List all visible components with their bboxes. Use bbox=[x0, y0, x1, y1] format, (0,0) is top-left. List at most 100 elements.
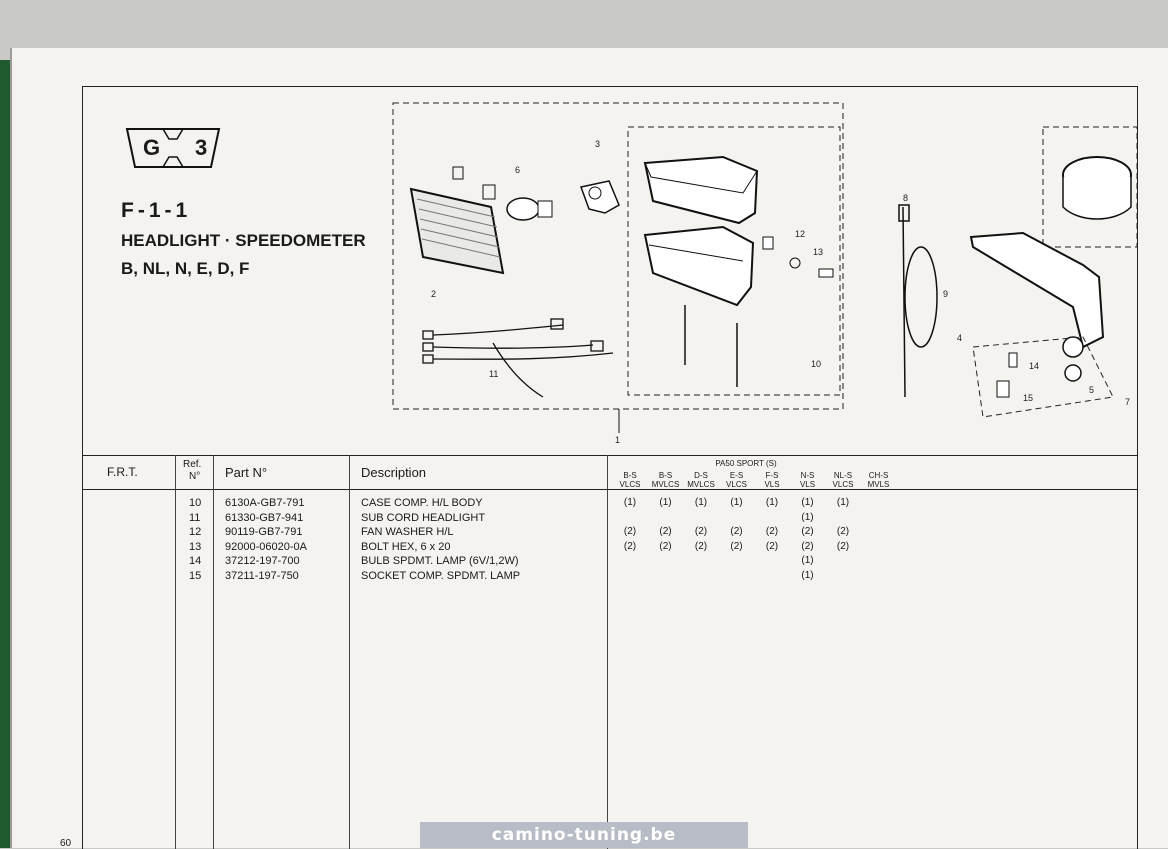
quantity-cell: (2) bbox=[730, 526, 743, 537]
fan-washer bbox=[789, 257, 801, 269]
model-code: NL-S bbox=[833, 471, 853, 480]
quantity-cell: (1) bbox=[694, 497, 708, 508]
quantity-cell: (2) bbox=[836, 526, 850, 537]
col-divider bbox=[213, 455, 214, 849]
quantity-cell: (1) bbox=[765, 497, 779, 508]
callout-14: 14 bbox=[1029, 361, 1039, 371]
quantity-cell: (2) bbox=[659, 526, 672, 537]
quantity-cell: (2) bbox=[801, 526, 814, 537]
callout-3: 3 bbox=[595, 139, 600, 149]
case-top bbox=[643, 155, 759, 225]
parts-frame: G 3 F-1-1 HEADLIGHT · SPEEDOMETER B, NL,… bbox=[82, 86, 1138, 849]
quantity-cell: (1) bbox=[801, 497, 814, 508]
model-code: B-S bbox=[623, 471, 637, 480]
headlight-lens bbox=[409, 166, 505, 275]
quantity-cell: (2) bbox=[694, 540, 708, 552]
col-divider bbox=[607, 455, 608, 849]
model-type: VLS bbox=[764, 480, 780, 489]
model-type: MVLS bbox=[867, 480, 890, 489]
section-badge: G 3 bbox=[125, 127, 221, 169]
speedometer-cable bbox=[898, 204, 938, 398]
quantity-cell: (1) bbox=[623, 497, 637, 508]
col-divider bbox=[175, 455, 176, 849]
ref-number: 14 bbox=[189, 555, 202, 567]
part-description: CASE COMP. H/L BODY bbox=[361, 497, 483, 509]
header-frt: F.R.T. bbox=[107, 465, 138, 479]
model-code: D-S bbox=[694, 471, 708, 480]
table-top-rule bbox=[83, 455, 1137, 456]
quantity-cell: (1) bbox=[801, 569, 814, 581]
callout-1: 1 bbox=[615, 435, 620, 445]
model-type: MVLCS bbox=[651, 480, 680, 489]
part-number: 90119-GB7-791 bbox=[225, 526, 303, 538]
header-ref-no: N° bbox=[189, 471, 201, 482]
model-type: VLCS bbox=[832, 480, 854, 489]
callout-11: 11 bbox=[489, 369, 498, 379]
quantity-cell: (2) bbox=[801, 540, 814, 552]
quantity-cell: (1) bbox=[836, 497, 850, 508]
wire-harness bbox=[422, 318, 614, 398]
callout-6: 6 bbox=[515, 165, 520, 175]
model-type: VLCS bbox=[726, 480, 747, 489]
quantity-cell: (1) bbox=[730, 497, 743, 508]
speedometer-gauge bbox=[1042, 126, 1137, 248]
exploded-parts-diagram: 2 3 6 11 12 13 10 8 9 4 5 7 14 15 1 bbox=[392, 102, 1137, 445]
part-description: SOCKET COMP. SPDMT. LAMP bbox=[361, 569, 521, 582]
part-number: 92000-06020-0A bbox=[225, 540, 307, 553]
callout-9: 9 bbox=[943, 289, 948, 299]
model-code: F-S bbox=[765, 471, 779, 480]
quantity-cell: (1) bbox=[801, 511, 814, 523]
case-bolts bbox=[684, 305, 738, 387]
speedometer-bracket bbox=[969, 231, 1105, 349]
header-description: Description bbox=[361, 465, 427, 480]
quantity-cell: (2) bbox=[623, 540, 637, 552]
catalog-page: G 3 F-1-1 HEADLIGHT · SPEEDOMETER B, NL,… bbox=[12, 48, 1168, 849]
model-type: MVLCS bbox=[687, 480, 715, 489]
col-divider bbox=[349, 455, 350, 849]
page-number: 60 bbox=[60, 838, 72, 849]
lamp-parts bbox=[972, 336, 1114, 418]
table-header-rule bbox=[83, 489, 1137, 490]
callout-8: 8 bbox=[903, 193, 908, 203]
part-number: 37211-197-750 bbox=[225, 569, 299, 582]
figure-ref-code: F-1-1 bbox=[121, 199, 192, 222]
callout-10: 10 bbox=[811, 359, 821, 369]
callout-13: 13 bbox=[813, 247, 823, 257]
quantity-cell: (2) bbox=[623, 526, 637, 537]
model-code: B-S bbox=[658, 471, 673, 480]
ref-number: 11 bbox=[189, 511, 201, 524]
case-bottom bbox=[643, 225, 755, 307]
callout-2: 2 bbox=[431, 289, 436, 299]
part-number: 37212-197-700 bbox=[225, 555, 300, 567]
callout-5: 5 bbox=[1089, 385, 1094, 395]
part-number: 61330-GB7-941 bbox=[225, 511, 304, 524]
header-ref: Ref. bbox=[183, 459, 202, 470]
binder-edge bbox=[0, 60, 14, 848]
ref-number: 12 bbox=[189, 526, 202, 538]
quantity-cell: (2) bbox=[765, 540, 779, 552]
quantity-cell: (2) bbox=[836, 540, 850, 552]
callout-15: 15 bbox=[1023, 393, 1033, 403]
model-group-header: PA50 SPORT (S) bbox=[715, 459, 777, 468]
figure-variants: B, NL, N, E, D, F bbox=[121, 259, 250, 278]
section-number: 3 bbox=[195, 135, 208, 160]
part-description: SUB CORD HEADLIGHT bbox=[361, 511, 486, 524]
quantity-cell: (2) bbox=[659, 540, 672, 552]
ref-number: 15 bbox=[189, 569, 202, 582]
figure-title: HEADLIGHT · SPEEDOMETER bbox=[121, 231, 366, 250]
model-code: CH-S bbox=[868, 471, 889, 480]
ref-number: 10 bbox=[189, 497, 202, 509]
part-description: BULB SPDMT. LAMP (6V/1,2W) bbox=[361, 555, 519, 567]
quantity-cell: (1) bbox=[659, 497, 672, 508]
part-number: 6130A-GB7-791 bbox=[225, 497, 305, 509]
quantity-cell: (2) bbox=[730, 540, 743, 552]
ref-number: 13 bbox=[189, 540, 202, 553]
bulb-socket bbox=[580, 180, 620, 214]
part-description: FAN WASHER H/L bbox=[361, 526, 454, 538]
